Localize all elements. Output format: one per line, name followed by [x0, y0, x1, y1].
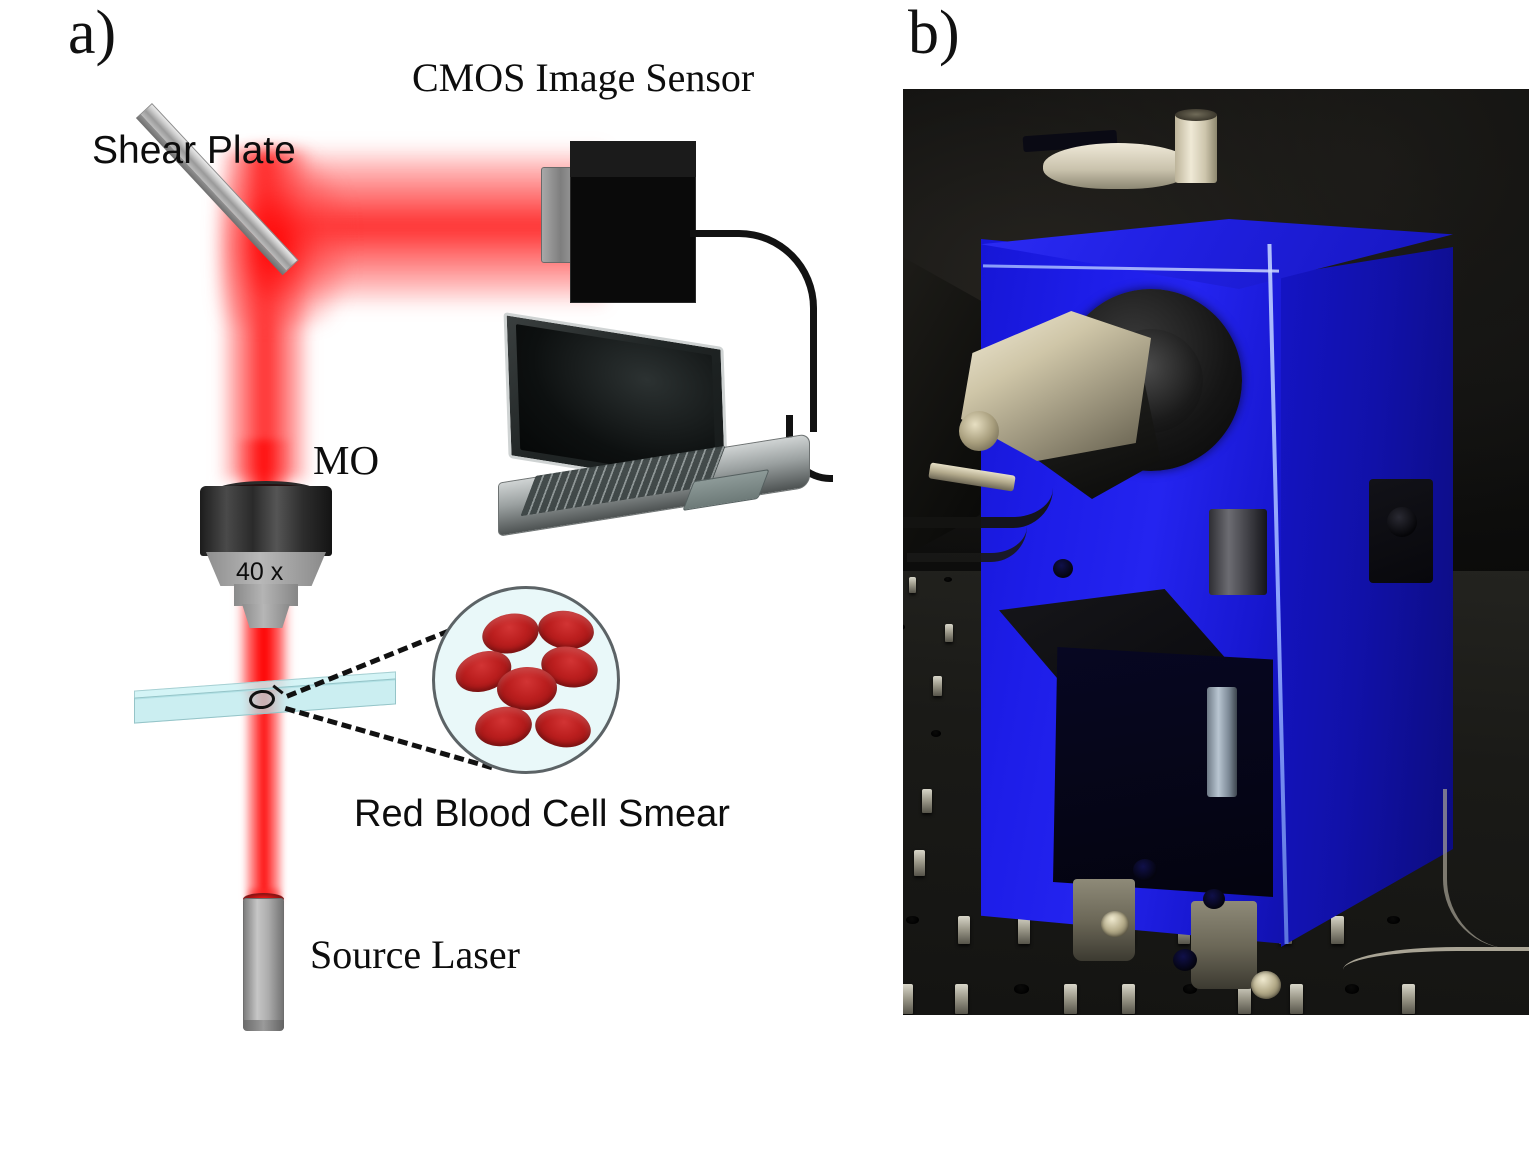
breadboard-post — [1122, 984, 1136, 1015]
panel-a-letter: a) — [68, 0, 117, 67]
laser-beam-lower — [243, 600, 285, 900]
usb-cable — [690, 230, 817, 432]
panel-b-letter: b) — [908, 0, 960, 67]
breadboard-hole — [1182, 984, 1197, 994]
source-laser-base — [243, 1020, 284, 1031]
enclosure-mounting-hole — [1203, 889, 1225, 909]
label-microscope-objective: MO — [313, 437, 380, 483]
white-optic-housing — [1043, 143, 1193, 189]
laptop-computer — [492, 312, 822, 550]
objective-tip — [242, 604, 290, 628]
label-red-blood-cell-smear: Red Blood Cell Smear — [354, 793, 730, 835]
enclosure-mounting-hole — [1133, 859, 1157, 881]
enclosure-side-face — [1281, 247, 1453, 947]
breadboard-post — [1018, 915, 1031, 944]
top-cylinder-cap — [1175, 109, 1217, 121]
breadboard-hole — [905, 915, 919, 925]
label-shear-plate: Shear Plate — [92, 129, 296, 172]
breadboard-hole — [930, 730, 942, 738]
breadboard-hole — [1344, 984, 1360, 994]
cmos-sensor-top — [570, 141, 696, 177]
enclosure-open-window — [1053, 647, 1273, 897]
red-blood-cell — [496, 665, 558, 712]
breadboard-hole — [1386, 915, 1401, 925]
objective-collar — [206, 552, 326, 586]
internal-post — [1207, 687, 1237, 797]
internal-lens-tube — [1209, 509, 1267, 595]
top-cylinder-post — [1175, 113, 1217, 183]
red-blood-cell-magnifier — [432, 586, 620, 774]
label-source-laser: Source Laser — [310, 932, 520, 977]
breadboard-post — [921, 788, 933, 813]
breadboard-post — [957, 915, 970, 944]
laser-beam-corner-glow — [218, 150, 348, 325]
white-wire-segment — [1443, 789, 1529, 949]
breadboard-post — [954, 984, 968, 1015]
breadboard-hole — [943, 576, 952, 582]
threaded-insert — [1101, 911, 1129, 937]
enclosure-mounting-hole — [1053, 559, 1073, 578]
objective-barrel — [200, 486, 332, 556]
breadboard-post — [908, 576, 916, 593]
breadboard-hole — [1014, 984, 1029, 994]
device-photograph — [903, 89, 1529, 1015]
breadboard-post — [944, 624, 953, 643]
breadboard-post — [1237, 984, 1252, 1015]
breadboard-post — [913, 850, 926, 877]
breadboard-post — [1290, 984, 1304, 1015]
breadboard-post — [903, 984, 913, 1015]
objective-neck — [234, 584, 298, 606]
breadboard-post — [1401, 984, 1415, 1015]
red-blood-cell — [472, 703, 535, 750]
black-cable — [903, 441, 1053, 528]
breadboard-post — [1331, 915, 1344, 944]
black-cable-segment — [907, 493, 1027, 562]
white-wire — [1343, 947, 1529, 985]
red-blood-cell — [532, 704, 594, 752]
enclosure-mounting-hole — [1173, 949, 1197, 971]
breadboard-hole — [903, 624, 906, 630]
threaded-insert — [1251, 971, 1281, 999]
right-mount-hole — [1387, 507, 1417, 537]
label-cmos-image-sensor: CMOS Image Sensor — [412, 55, 755, 100]
fiber-optic-connector — [959, 411, 999, 451]
breadboard-post — [933, 675, 943, 696]
enclosure-rubber-foot — [1191, 901, 1257, 989]
label-objective-magnification: 40 x — [236, 558, 284, 586]
breadboard-post — [1063, 984, 1077, 1015]
source-laser-body — [243, 898, 284, 1030]
